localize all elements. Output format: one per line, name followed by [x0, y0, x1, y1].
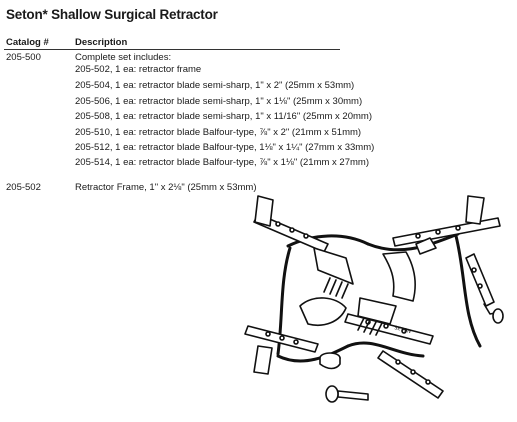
description-line: 205-510, 1 ea: retractor blade Balfour-t… — [75, 127, 362, 138]
header-divider — [4, 49, 340, 50]
description-line: Complete set includes: — [75, 52, 172, 63]
catalog-column-header: Catalog # — [6, 37, 49, 48]
description-line: 205-512, 1 ea: retractor blade Balfour-t… — [75, 142, 375, 153]
description-line: 205-508, 1 ea: retractor blade semi-shar… — [75, 111, 372, 122]
surgical-retractor-illustration-icon: SETON — [244, 195, 504, 403]
description-line: Retractor Frame, 1" x 2⅛" (25mm x 53mm) — [75, 182, 257, 193]
engraving-text: SETON — [394, 325, 412, 335]
description-column-header: Description — [75, 37, 128, 48]
description-line: 205-502, 1 ea: retractor frame — [75, 64, 202, 75]
catalog-number-205-502: 205-502 — [6, 182, 41, 193]
description-line: 205-506, 1 ea: retractor blade semi-shar… — [75, 96, 363, 107]
page-title: Seton* Shallow Surgical Retractor — [6, 7, 218, 22]
catalog-number-205-500: 205-500 — [6, 52, 41, 63]
description-line: 205-504, 1 ea: retractor blade semi-shar… — [75, 80, 355, 91]
description-line: 205-514, 1 ea: retractor blade Balfour-t… — [75, 157, 369, 168]
